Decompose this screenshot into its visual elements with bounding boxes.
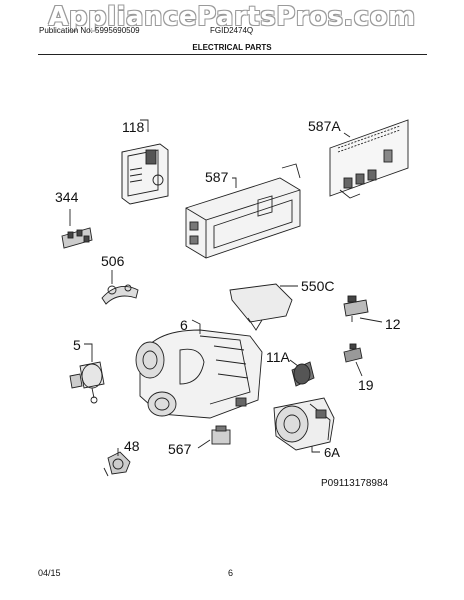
label-6a: 6A bbox=[324, 445, 340, 460]
label-11a: 11A bbox=[266, 349, 291, 365]
part-550c-cover bbox=[229, 283, 293, 331]
label-118: 118 bbox=[122, 119, 145, 135]
publication-number: Publication No: 5995690509 bbox=[39, 26, 140, 35]
part-6-pump-assembly bbox=[135, 329, 263, 419]
leader-12 bbox=[359, 317, 383, 323]
label-19: 19 bbox=[358, 377, 374, 393]
part-5-water-valve bbox=[69, 361, 105, 404]
part-587a-control-board bbox=[329, 119, 409, 199]
part-118-control-module bbox=[121, 143, 169, 205]
part-344-connector bbox=[61, 227, 93, 249]
part-6a-drain-pump bbox=[273, 397, 335, 451]
label-587a: 587A bbox=[308, 118, 341, 134]
label-48: 48 bbox=[124, 438, 140, 454]
label-344: 344 bbox=[55, 189, 79, 205]
footer-date: 04/15 bbox=[38, 568, 61, 578]
part-48-flow-meter bbox=[103, 451, 131, 477]
leader-118 bbox=[140, 119, 149, 132]
leader-6a bbox=[311, 446, 320, 453]
model-number: FGID2474Q bbox=[210, 26, 254, 35]
part-567-relay bbox=[211, 425, 231, 445]
label-506: 506 bbox=[101, 253, 125, 269]
label-550c: 550C bbox=[301, 278, 334, 294]
label-587: 587 bbox=[205, 169, 229, 185]
label-12: 12 bbox=[385, 316, 401, 332]
part-12-sensor bbox=[343, 295, 369, 322]
diagram-reference-code: P09113178984 bbox=[321, 478, 389, 489]
leader-11a bbox=[289, 359, 299, 367]
part-587-board-housing bbox=[185, 163, 301, 259]
page-number: 6 bbox=[228, 568, 234, 578]
part-19-switch bbox=[343, 343, 363, 363]
leader-6 bbox=[191, 319, 201, 334]
label-567: 567 bbox=[168, 441, 192, 457]
watermark: AppliancePartsPros.com bbox=[48, 2, 416, 32]
leader-587a bbox=[343, 132, 351, 138]
section-title: ELECTRICAL PARTS bbox=[192, 43, 272, 52]
leader-587 bbox=[232, 177, 237, 188]
label-6: 6 bbox=[180, 317, 188, 333]
label-5: 5 bbox=[73, 337, 81, 353]
header-rule bbox=[38, 54, 427, 55]
leader-19 bbox=[355, 361, 363, 377]
part-506-heater-clip bbox=[101, 284, 139, 305]
leader-567 bbox=[197, 439, 211, 449]
part-11a-motor bbox=[291, 361, 315, 387]
leader-5 bbox=[84, 343, 93, 362]
